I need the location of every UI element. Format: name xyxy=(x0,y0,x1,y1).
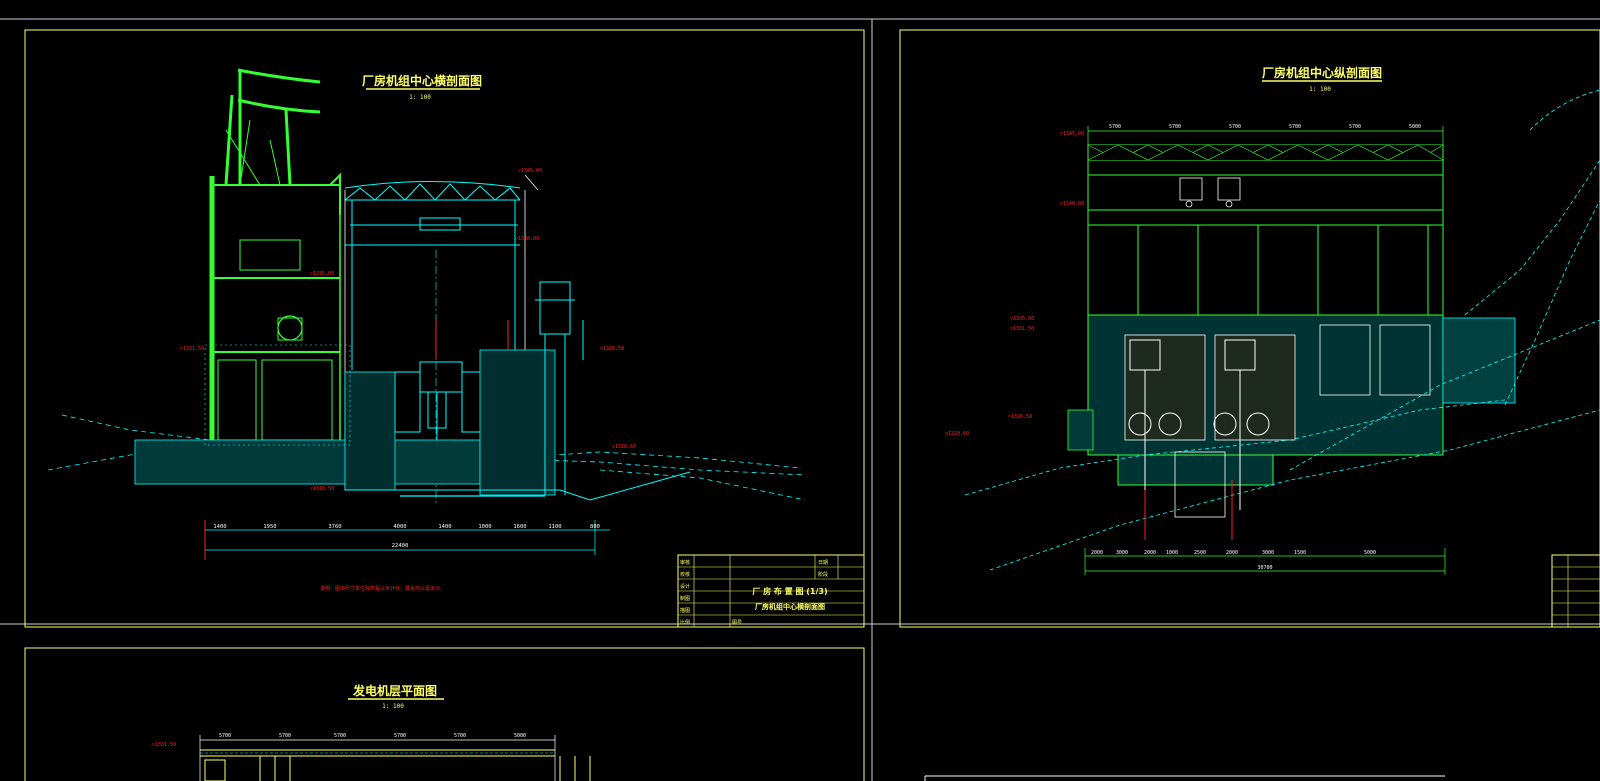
svg-text:2500: 2500 xyxy=(1194,550,1206,556)
sheet2-bottom-dimension-texts: 2000 3000 2000 1000 2500 2000 3000 1500 … xyxy=(1091,550,1376,571)
svg-text:1400: 1400 xyxy=(213,524,226,530)
sheet1-elevation-marks: ▽1345.00 ▽1340.00 ▽1335.00 ▽1331.50 ▽132… xyxy=(180,168,636,492)
svg-text:5700: 5700 xyxy=(1229,124,1241,130)
svg-text:3000: 3000 xyxy=(1116,550,1128,556)
svg-text:1600: 1600 xyxy=(513,524,526,530)
sheet2-generator-units xyxy=(1128,339,1270,510)
sheet3-scale: 1: 100 xyxy=(382,703,404,710)
svg-text:▽1320.60: ▽1320.60 xyxy=(612,444,636,450)
svg-text:4000: 4000 xyxy=(393,524,406,530)
sheet2-substructure xyxy=(1067,314,1516,518)
sheet-generator-floor-plan[interactable]: 发电机层平面图 1: 100 5700 5700 5700 5700 5700 … xyxy=(24,647,865,781)
svg-text:▽1318.50: ▽1318.50 xyxy=(310,486,334,492)
svg-text:▽1340.00: ▽1340.00 xyxy=(1060,201,1084,207)
svg-text:1000: 1000 xyxy=(478,524,491,530)
svg-text:▽1331.50: ▽1331.50 xyxy=(180,346,204,352)
sheet1-frame xyxy=(24,29,865,628)
svg-text:比例: 比例 xyxy=(680,619,690,626)
svg-text:▽1320.60: ▽1320.60 xyxy=(945,431,969,437)
sheet2-frame xyxy=(899,29,1600,628)
svg-text:5700: 5700 xyxy=(394,733,406,739)
sheet1-gantry-wires xyxy=(225,119,281,186)
svg-text:▽1345.00: ▽1345.00 xyxy=(1060,131,1084,137)
sheet1-dimension-texts: 1400 1950 3760 4000 1400 1000 1600 1100 … xyxy=(213,524,600,549)
sheet2-top-dimension-line xyxy=(1087,126,1444,145)
sheet2-elevation-marks: ▽1345.00 ▽1340.00 ▽1335.00 ▽1331.50 ▽132… xyxy=(945,131,1084,437)
sheet1-concrete-substructure xyxy=(134,344,691,501)
svg-text:5700: 5700 xyxy=(334,733,346,739)
svg-text:1100: 1100 xyxy=(548,524,561,530)
svg-text:5000: 5000 xyxy=(1364,550,1376,556)
sheet3-dimension-texts: 5700 5700 5700 5700 5700 5000 xyxy=(219,733,526,739)
svg-text:校核: 校核 xyxy=(680,571,690,578)
svg-text:▽1340.00: ▽1340.00 xyxy=(515,236,539,242)
sheet1-tailrace-gate xyxy=(535,281,584,495)
svg-text:设计: 设计 xyxy=(680,583,690,590)
sheet3-title: 发电机层平面图 xyxy=(352,683,437,698)
sheet2-title-block-partial xyxy=(1551,554,1600,628)
sheet1-gantry xyxy=(224,68,321,186)
sheet1-powerhouse-frame xyxy=(344,181,521,370)
svg-text:5700: 5700 xyxy=(1289,124,1301,130)
sheet1-title-block-labels: 审核 校核 设计 制图 描图 比例 图号 日期 阶段 xyxy=(680,559,828,626)
svg-text:▽1345.00: ▽1345.00 xyxy=(518,168,542,174)
svg-text:1500: 1500 xyxy=(1294,550,1306,556)
svg-text:1400: 1400 xyxy=(438,524,451,530)
svg-text:5000: 5000 xyxy=(1409,124,1421,130)
sheet3-dimension-line xyxy=(199,735,556,781)
svg-text:审核: 审核 xyxy=(680,559,690,566)
sheet2-top-dimension-texts: 5700 5700 5700 5700 5700 5000 xyxy=(1109,124,1421,130)
svg-text:1000: 1000 xyxy=(1166,550,1178,556)
svg-text:阶段: 阶段 xyxy=(818,571,828,578)
svg-text:2000: 2000 xyxy=(1091,550,1103,556)
svg-text:5700: 5700 xyxy=(1349,124,1361,130)
svg-text:▽1326.58: ▽1326.58 xyxy=(600,346,624,352)
sheet1-scale: 1: 100 xyxy=(409,94,431,101)
viewport-borders xyxy=(0,18,1600,781)
svg-text:▽1335.00: ▽1335.00 xyxy=(1010,316,1034,322)
sheet2-bottom-dimension-line xyxy=(1084,548,1446,575)
sheet2-roof-truss xyxy=(1087,144,1444,161)
sheet-cross-section[interactable]: 厂房机组中心横剖面图 1: 100 xyxy=(24,29,865,628)
sheet1-title: 厂房机组中心横剖面图 xyxy=(362,73,482,88)
sheet1-red-centerline-marks xyxy=(204,320,509,560)
svg-text:3000: 3000 xyxy=(1262,550,1274,556)
sheet2-scale: 1: 100 xyxy=(1309,86,1331,93)
sheet3-frame xyxy=(24,647,865,781)
svg-text:▽1326.58: ▽1326.58 xyxy=(1008,414,1032,420)
svg-text:2000: 2000 xyxy=(1226,550,1238,556)
sheet-partial-bottom-right[interactable] xyxy=(924,775,1445,781)
sheet-longitudinal-section[interactable]: 厂房机组中心纵剖面图 1: 100 5700 5700 5700 5700 57… xyxy=(899,29,1600,628)
svg-text:图号: 图号 xyxy=(732,620,742,626)
svg-text:30700: 30700 xyxy=(1257,565,1272,571)
sheet3-plan-outline xyxy=(200,749,591,781)
svg-text:5700: 5700 xyxy=(1109,124,1121,130)
svg-text:▽1335.00: ▽1335.00 xyxy=(310,271,334,277)
sheet2-slope-lines xyxy=(964,89,1600,571)
sheet1-note: 说明：图中尺寸单位除高程以米计外，其余均以毫米计。 xyxy=(320,585,445,592)
svg-text:5700: 5700 xyxy=(219,733,231,739)
svg-text:1950: 1950 xyxy=(263,524,276,530)
svg-text:描图: 描图 xyxy=(680,607,690,614)
sheet2-crane-hooks xyxy=(1179,177,1241,208)
sheet1-title-block: 审核 校核 设计 制图 描图 比例 图号 日期 阶段 厂 房 布 置 图 (1/… xyxy=(677,554,865,628)
sheet1-drawing-title: 厂 房 布 置 图 (1/3) xyxy=(752,586,827,596)
svg-text:5000: 5000 xyxy=(514,733,526,739)
svg-text:22400: 22400 xyxy=(392,543,409,549)
svg-text:5700: 5700 xyxy=(279,733,291,739)
svg-text:3760: 3760 xyxy=(328,524,341,530)
svg-text:日期: 日期 xyxy=(818,560,828,566)
sheet1-drawing-subtitle: 厂房机组中心横剖面图 xyxy=(755,602,825,611)
svg-text:▽1331.50: ▽1331.50 xyxy=(1010,326,1034,332)
svg-text:5700: 5700 xyxy=(454,733,466,739)
svg-text:2000: 2000 xyxy=(1144,550,1156,556)
sheet3-elevation: ▽1331.50 xyxy=(152,742,176,748)
sheet2-title: 厂房机组中心纵剖面图 xyxy=(1262,65,1382,80)
svg-text:制图: 制图 xyxy=(680,595,690,602)
svg-text:800: 800 xyxy=(590,524,600,530)
svg-text:5700: 5700 xyxy=(1169,124,1181,130)
